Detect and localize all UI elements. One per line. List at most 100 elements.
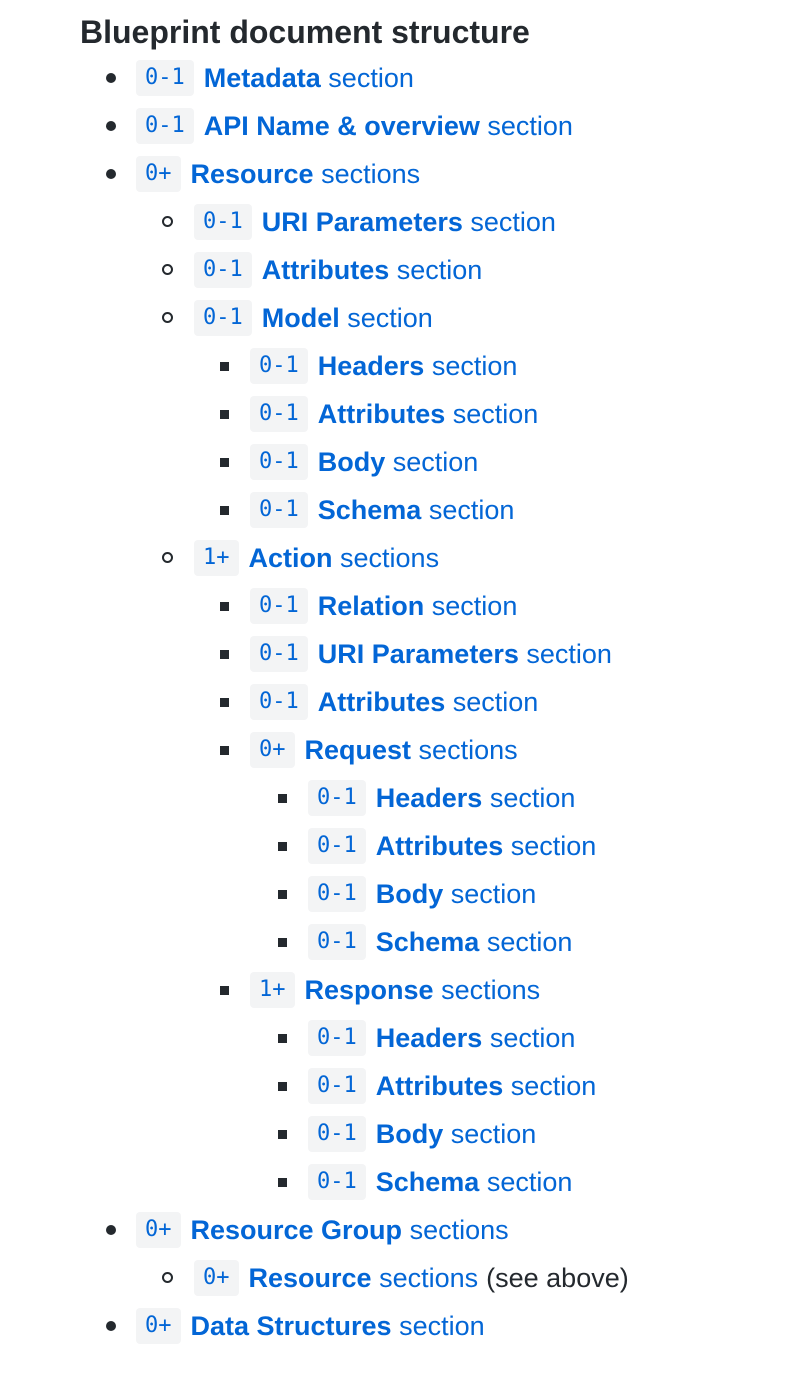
cardinality-badge: 0-1 (250, 444, 308, 480)
attributes-link[interactable]: Attributes section (262, 255, 483, 286)
section-suffix: section (510, 1070, 597, 1101)
filled-disc-bullet-icon (106, 169, 116, 179)
page-title: Blueprint document structure (80, 14, 530, 50)
resource-link[interactable]: Resource sections (191, 159, 421, 190)
section-name: Resource Group (190, 1214, 403, 1245)
response-link[interactable]: Response sections (305, 975, 541, 1006)
attributes-link[interactable]: Attributes section (318, 399, 539, 430)
body-link[interactable]: Body section (376, 1119, 537, 1150)
metadata-link[interactable]: Metadata section (204, 63, 414, 94)
section-name: Body (317, 446, 386, 477)
list-item-line: 0-1 Body section (80, 438, 792, 486)
filled-square-bullet-icon (278, 794, 287, 803)
filled-square-bullet-icon (278, 938, 287, 947)
list-item-line: 0-1 Attributes section (80, 1062, 792, 1110)
section-suffix: section (428, 494, 515, 525)
section-suffix: section (510, 830, 597, 861)
cardinality-badge: 1+ (250, 972, 295, 1008)
cardinality-badge: 0-1 (194, 252, 252, 288)
schema-link[interactable]: Schema section (318, 495, 515, 526)
section-name: Headers (317, 350, 425, 381)
section-suffix: section (399, 1310, 485, 1341)
section-suffix: section (486, 1166, 573, 1197)
filled-disc-bullet-icon (106, 73, 116, 83)
schema-link[interactable]: Schema section (376, 1167, 573, 1198)
hollow-circle-bullet-icon (162, 1272, 173, 1283)
section-name: Schema (375, 1166, 480, 1197)
hollow-circle-bullet-icon (162, 312, 173, 323)
hollow-circle-bullet-icon (162, 552, 173, 563)
section-name: Relation (317, 590, 425, 621)
attributes-link[interactable]: Attributes section (376, 1071, 597, 1102)
request-link[interactable]: Request sections (305, 735, 518, 766)
section-suffix: section (452, 686, 539, 717)
list-item-line: 0-1 API Name & overview section (80, 102, 792, 150)
list-item-line: 0-1 Headers section (80, 774, 792, 822)
cardinality-badge: 0-1 (308, 1068, 366, 1104)
resource-group-link[interactable]: Resource Group sections (191, 1215, 509, 1246)
section-name: Request (304, 734, 412, 765)
filled-square-bullet-icon (220, 650, 229, 659)
uri-parameters-link[interactable]: URI Parameters section (318, 639, 612, 670)
section-suffix: section (396, 254, 483, 285)
section-name: Metadata (203, 62, 321, 93)
section-name: Body (375, 878, 444, 909)
action-link[interactable]: Action sections (249, 543, 440, 574)
section-name: Attributes (317, 398, 446, 429)
headers-link[interactable]: Headers section (376, 783, 576, 814)
schema-link[interactable]: Schema section (376, 927, 573, 958)
body-link[interactable]: Body section (376, 879, 537, 910)
cardinality-badge: 0+ (136, 1308, 181, 1344)
section-name: URI Parameters (261, 206, 463, 237)
api-name-and-overview-link[interactable]: API Name & overview section (204, 111, 573, 142)
uri-parameters-link[interactable]: URI Parameters section (262, 207, 556, 238)
section-suffix: section (392, 446, 479, 477)
headers-link[interactable]: Headers section (376, 1023, 576, 1054)
list-item-line: 0+Request sections (80, 726, 792, 774)
cardinality-badge: 0+ (194, 1260, 239, 1296)
cardinality-badge: 0-1 (136, 60, 194, 96)
resource-link[interactable]: Resource sections (249, 1263, 479, 1294)
body-link[interactable]: Body section (318, 447, 479, 478)
cardinality-badge: 0-1 (250, 588, 308, 624)
list-item-line: 0-1 Attributes section (80, 246, 792, 294)
model-link[interactable]: Model section (262, 303, 433, 334)
section-suffix: sections (340, 542, 440, 573)
section-suffix: section (526, 638, 612, 669)
data-structures-link[interactable]: Data Structures section (191, 1311, 485, 1342)
section-name: Attributes (375, 830, 504, 861)
filled-square-bullet-icon (220, 746, 229, 755)
section-name: Model (261, 302, 340, 333)
section-suffix: section (486, 926, 573, 957)
section-suffix: section (489, 782, 576, 813)
relation-link[interactable]: Relation section (318, 591, 518, 622)
list-item-line: 1+ Response sections (80, 966, 792, 1014)
cardinality-badge: 0-1 (136, 108, 194, 144)
section-suffix: sections (418, 734, 518, 765)
attributes-link[interactable]: Attributes section (318, 687, 539, 718)
list-item-line: 0-1 Metadata section (80, 54, 792, 102)
cardinality-badge: 0-1 (308, 780, 366, 816)
filled-square-bullet-icon (278, 1178, 287, 1187)
section-suffix: section (431, 590, 518, 621)
headers-link[interactable]: Headers section (318, 351, 518, 382)
attributes-link[interactable]: Attributes section (376, 831, 597, 862)
list-item-line: 0+ Data Structures section (80, 1302, 792, 1350)
